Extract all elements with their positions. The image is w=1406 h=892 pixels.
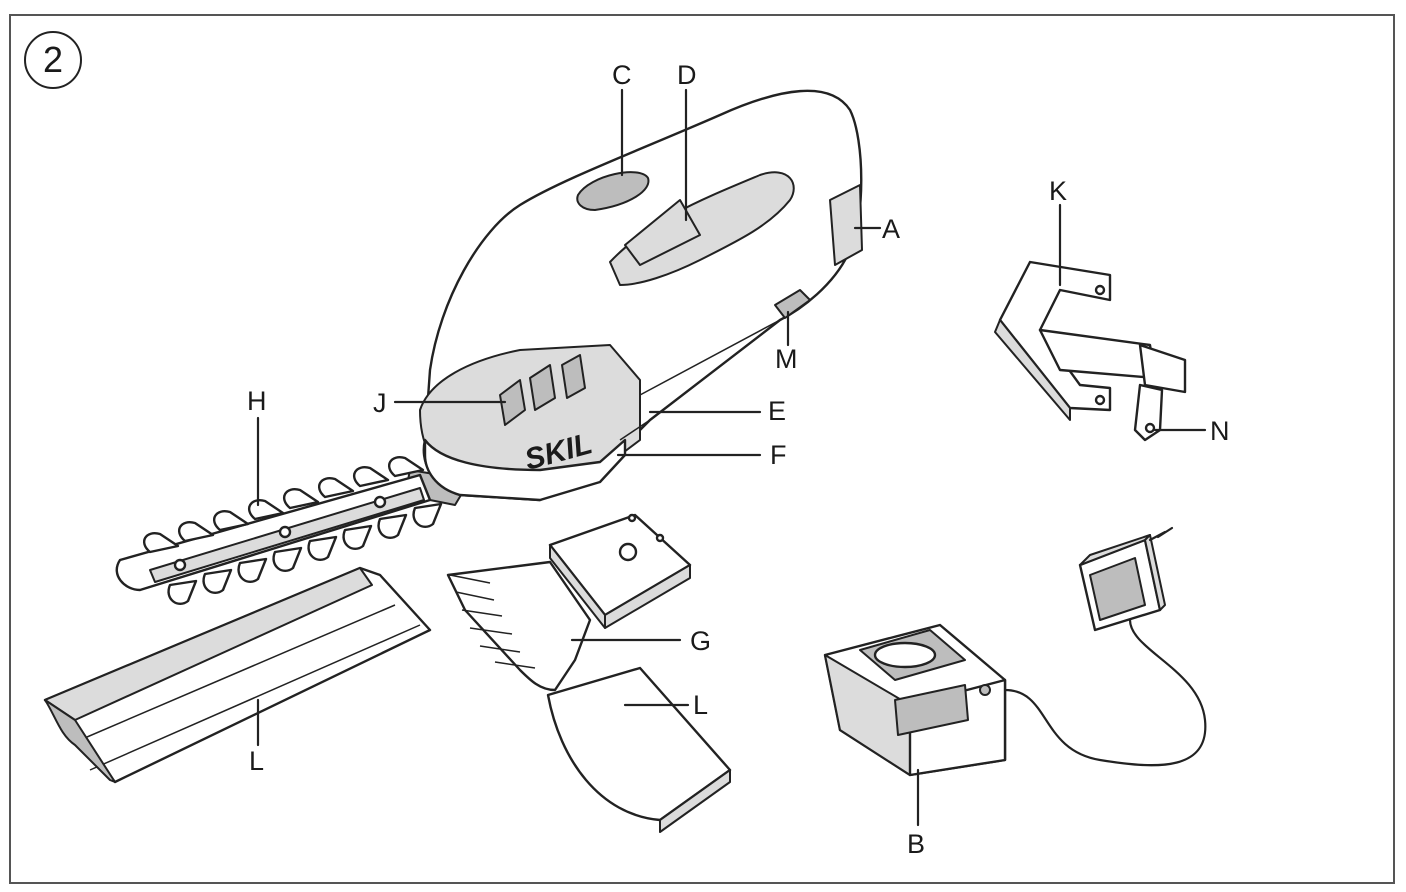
figure-frame	[9, 14, 1395, 884]
label-m: M	[775, 344, 798, 374]
figure-number-badge: 2	[24, 31, 82, 89]
label-k: K	[1049, 176, 1067, 206]
hedge-blade-guard	[43, 566, 432, 784]
label-g: G	[690, 626, 711, 656]
label-l-grass-guard: L	[693, 690, 708, 720]
grass-blade-guard	[546, 666, 732, 833]
label-h: H	[247, 386, 267, 416]
hedge-trimmer-blade	[115, 456, 471, 606]
label-j: J	[373, 388, 387, 418]
label-b: B	[907, 829, 925, 859]
callout-labels: C D A M J E F H G L L K N B	[247, 60, 1230, 859]
grass-shear-blade	[446, 513, 692, 692]
callout-leader-lines	[256, 88, 1207, 827]
label-l-hedge-guard: L	[249, 746, 264, 776]
label-d: D	[677, 60, 697, 90]
label-e: E	[768, 396, 786, 426]
power-adapter	[1078, 526, 1174, 632]
battery-charger	[823, 618, 1207, 777]
label-f: F	[770, 440, 787, 470]
label-n: N	[1210, 416, 1230, 446]
telescopic-handle-attachment	[994, 260, 1187, 442]
label-a: A	[882, 214, 900, 244]
shear-tool-body	[419, 89, 863, 502]
label-c: C	[612, 60, 632, 90]
figure-number: 2	[42, 39, 64, 80]
